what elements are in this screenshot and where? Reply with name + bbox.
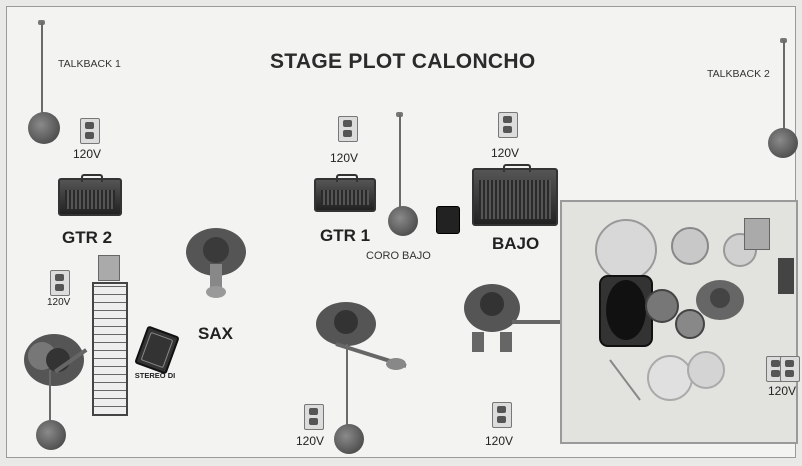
gtr-2-mic-stand — [49, 370, 51, 422]
talkback-1-mic-stand — [41, 22, 43, 114]
gtr-1-mic-stand — [346, 344, 348, 426]
talkback-2-mic-stand — [783, 40, 785, 132]
stereo-di-label: STEREO DI — [134, 371, 176, 380]
gtr-2-label: GTR 2 — [62, 228, 113, 247]
bajo-player-icon — [464, 284, 566, 352]
talkback-1-label: TALKBACK 1 — [58, 58, 121, 70]
power-outlet-icon — [780, 356, 800, 382]
power-outlet-icon — [304, 404, 324, 430]
keyboard-icon — [92, 282, 128, 416]
coro-bajo-mic-base-icon — [388, 206, 418, 236]
power-label: 120V — [47, 297, 71, 308]
drum-monitor-icon — [744, 218, 770, 250]
power-outlet-icon — [492, 402, 512, 428]
gtr-2-mic-base-icon — [36, 420, 66, 450]
bajo-label: BAJO — [492, 234, 540, 253]
power-label: 120V — [73, 147, 102, 161]
power-label: 120V — [768, 384, 797, 398]
gtr-2-player-icon — [24, 334, 88, 386]
power-outlet-icon — [50, 270, 70, 296]
gtr-1-player-icon — [316, 302, 407, 370]
gtr-1-label: GTR 1 — [320, 226, 371, 245]
power-label: 120V — [296, 434, 325, 448]
plot-title: STAGE PLOT CALONCHO — [270, 50, 536, 73]
power-outlet-icon — [80, 118, 100, 144]
power-label: 120V — [485, 434, 514, 448]
sax-label: SAX — [198, 324, 233, 343]
bass-di-icon — [436, 206, 460, 234]
talkback-1-mic-base-icon — [28, 112, 60, 144]
power-outlet-icon — [338, 116, 358, 142]
gtr-1-amp-icon — [314, 174, 376, 212]
bajo-amp-icon — [472, 164, 558, 226]
coro-bajo-mic-stand — [399, 114, 401, 210]
talkback-2-label: TALKBACK 2 — [707, 68, 770, 80]
monitor-icon — [98, 255, 120, 281]
sax-player-icon — [186, 228, 246, 298]
coro-bajo-label: CORO BAJO — [366, 250, 431, 262]
drum-kit-icon — [595, 219, 757, 401]
power-label: 120V — [330, 151, 359, 165]
gtr-2-amp-icon — [58, 174, 122, 216]
drum-side-amp-icon — [778, 258, 794, 294]
power-label: 120V — [491, 146, 520, 160]
power-outlet-icon — [498, 112, 518, 138]
talkback-2-mic-base-icon — [768, 128, 798, 158]
gtr-1-mic-base-icon — [334, 424, 364, 454]
